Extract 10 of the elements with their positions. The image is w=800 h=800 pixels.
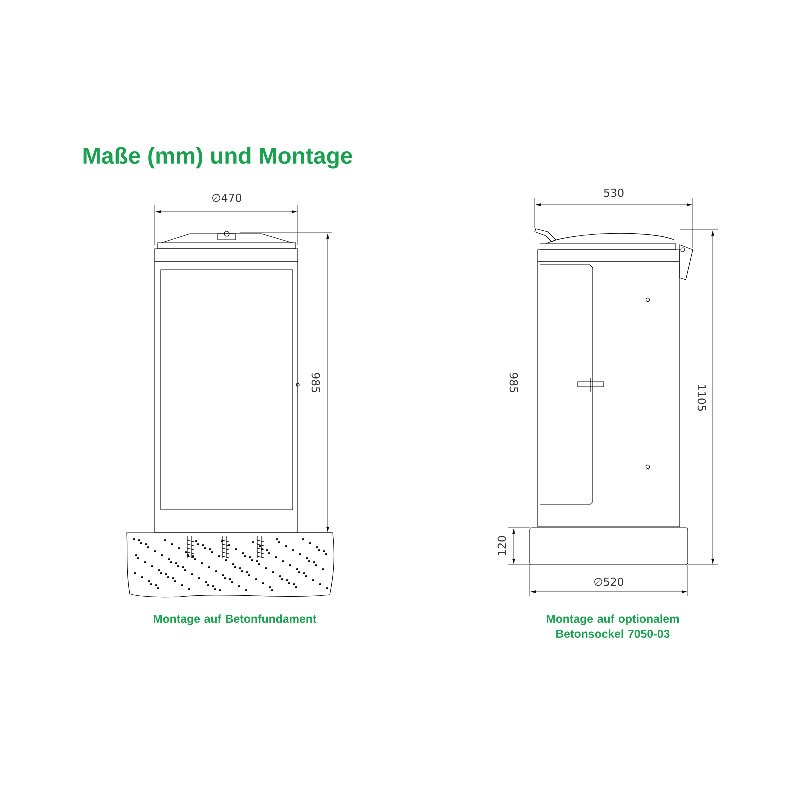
dimension-label: 1105 (698, 385, 706, 412)
dimension-label: 985 (312, 373, 320, 393)
caption: Montage auf Betonfundament (154, 614, 317, 626)
title: Maße (mm) und Montage (84, 147, 352, 169)
dimension-label: 985 (510, 373, 518, 393)
dimension-label: ∅520 (594, 578, 624, 586)
dimension-label: 530 (604, 188, 624, 198)
dimension-label: 120 (498, 536, 506, 556)
caption: Montage auf optionalem Betonsockel 7050-03 (547, 614, 680, 638)
dimension-label: ∅470 (212, 194, 242, 202)
